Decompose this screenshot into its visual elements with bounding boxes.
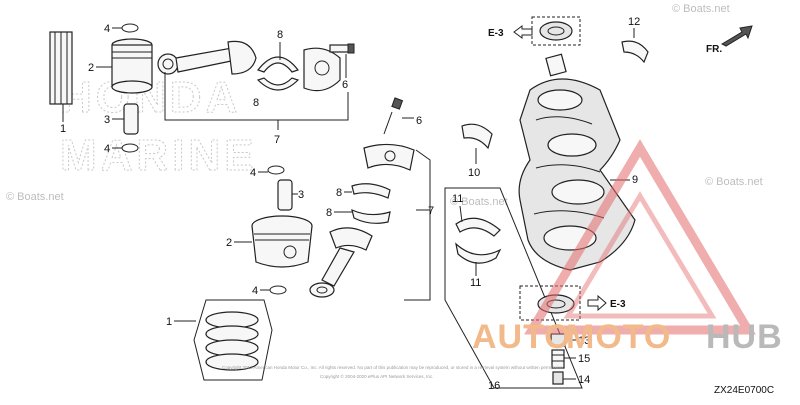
part-number-4-bottom: 4: [252, 285, 258, 297]
copyright-line-2: Copyright © 2004-2020 ePlus API Network …: [320, 373, 433, 379]
part-number-8-b: 8: [326, 207, 332, 219]
rod-cap-mid: [363, 143, 415, 171]
rod-bearing-mid: [351, 183, 391, 224]
part-number-8-top: 8: [277, 29, 283, 41]
oil-seal-top: [531, 16, 581, 46]
copyright-line-1: Copyright 2013 American Honda Motor Co.,…: [222, 365, 564, 370]
logo-text-auto: AUTO: [472, 318, 572, 356]
connecting-rod-top: [157, 40, 257, 75]
connecting-rod-low: [309, 227, 373, 298]
part-number-8-a: 8: [336, 187, 342, 199]
bracket-16: [444, 187, 583, 389]
ref-front: FR.: [706, 44, 722, 55]
piston-pin-clip-top: [121, 23, 139, 33]
part-number-3-low: 3: [298, 189, 304, 201]
part-number-2-top: 2: [88, 62, 94, 74]
piston-low: [251, 215, 313, 268]
piston-pin-clip-bottom: [269, 285, 287, 295]
rod-bolt-mid: [383, 97, 404, 135]
logo-text-hub: HUB: [706, 318, 783, 356]
part-number-9: 9: [632, 174, 638, 186]
part-number-11-b: 11: [470, 277, 481, 289]
piston-pin-clip-low: [267, 165, 285, 175]
part-number-10: 10: [468, 167, 480, 179]
piston-pin-top: [123, 103, 139, 135]
part-number-16: 16: [488, 380, 500, 392]
diagram-code: ZX24E0700C: [714, 385, 774, 396]
honda-marine-watermark: HONDA MARINE: [60, 73, 258, 181]
crankshaft: [518, 53, 636, 271]
part-number-13: 13: [578, 335, 590, 347]
rod-bearing-top: [256, 56, 300, 91]
watermark-boats-top: © Boats.net: [672, 3, 730, 15]
thrust-bearing-12: [621, 40, 649, 64]
piston-ring-set-bottom: [193, 299, 273, 381]
part-number-1-bottom: 1: [166, 316, 172, 328]
piston-top: [111, 38, 153, 94]
rod-bolt-top: [329, 43, 355, 54]
part-number-3-top: 3: [104, 114, 110, 126]
watermark-boats-left: © Boats.net: [6, 191, 64, 203]
part-number-7-mid: 7: [428, 205, 434, 217]
part-number-14: 14: [578, 374, 590, 386]
rod-cap-top: [303, 47, 341, 92]
part-number-1-top: 1: [60, 123, 66, 135]
main-bearing-11: [455, 217, 502, 264]
pulser-parts: [550, 333, 566, 385]
watermark-boats-mid: © Boats.net: [450, 196, 508, 208]
part-number-15: 15: [578, 353, 590, 365]
watermark-boats-right: © Boats.net: [705, 176, 763, 188]
part-number-4-low: 4: [250, 167, 256, 179]
logo-triangle-icon: [524, 139, 756, 335]
watermark-marine: MARINE: [60, 131, 258, 180]
ref-e3-top: E-3: [488, 28, 504, 39]
automotohub-logo: AUTO MOTO HUB: [472, 139, 783, 356]
part-number-6-rod: 6: [342, 79, 348, 91]
part-number-4-mid: 4: [104, 143, 110, 155]
part-number-8-under: 8: [253, 97, 259, 109]
part-number-6-mid: 6: [416, 115, 422, 127]
part-number-11-a: 11: [452, 193, 463, 205]
ref-e3-bottom: E-3: [610, 299, 626, 310]
ref-arrow-top: [513, 25, 533, 39]
main-bearing-10: [461, 123, 493, 150]
ref-arrow-bottom: [587, 294, 607, 312]
piston-ring-set-top: [49, 31, 73, 105]
part-number-4-top: 4: [104, 23, 110, 35]
part-number-12: 12: [628, 16, 640, 28]
part-number-2-low: 2: [226, 237, 232, 249]
piston-pin-low: [277, 179, 293, 211]
part-number-7-top: 7: [274, 134, 280, 146]
front-arrow-icon: [720, 25, 753, 47]
logo-text-moto: MOTO: [566, 318, 671, 356]
